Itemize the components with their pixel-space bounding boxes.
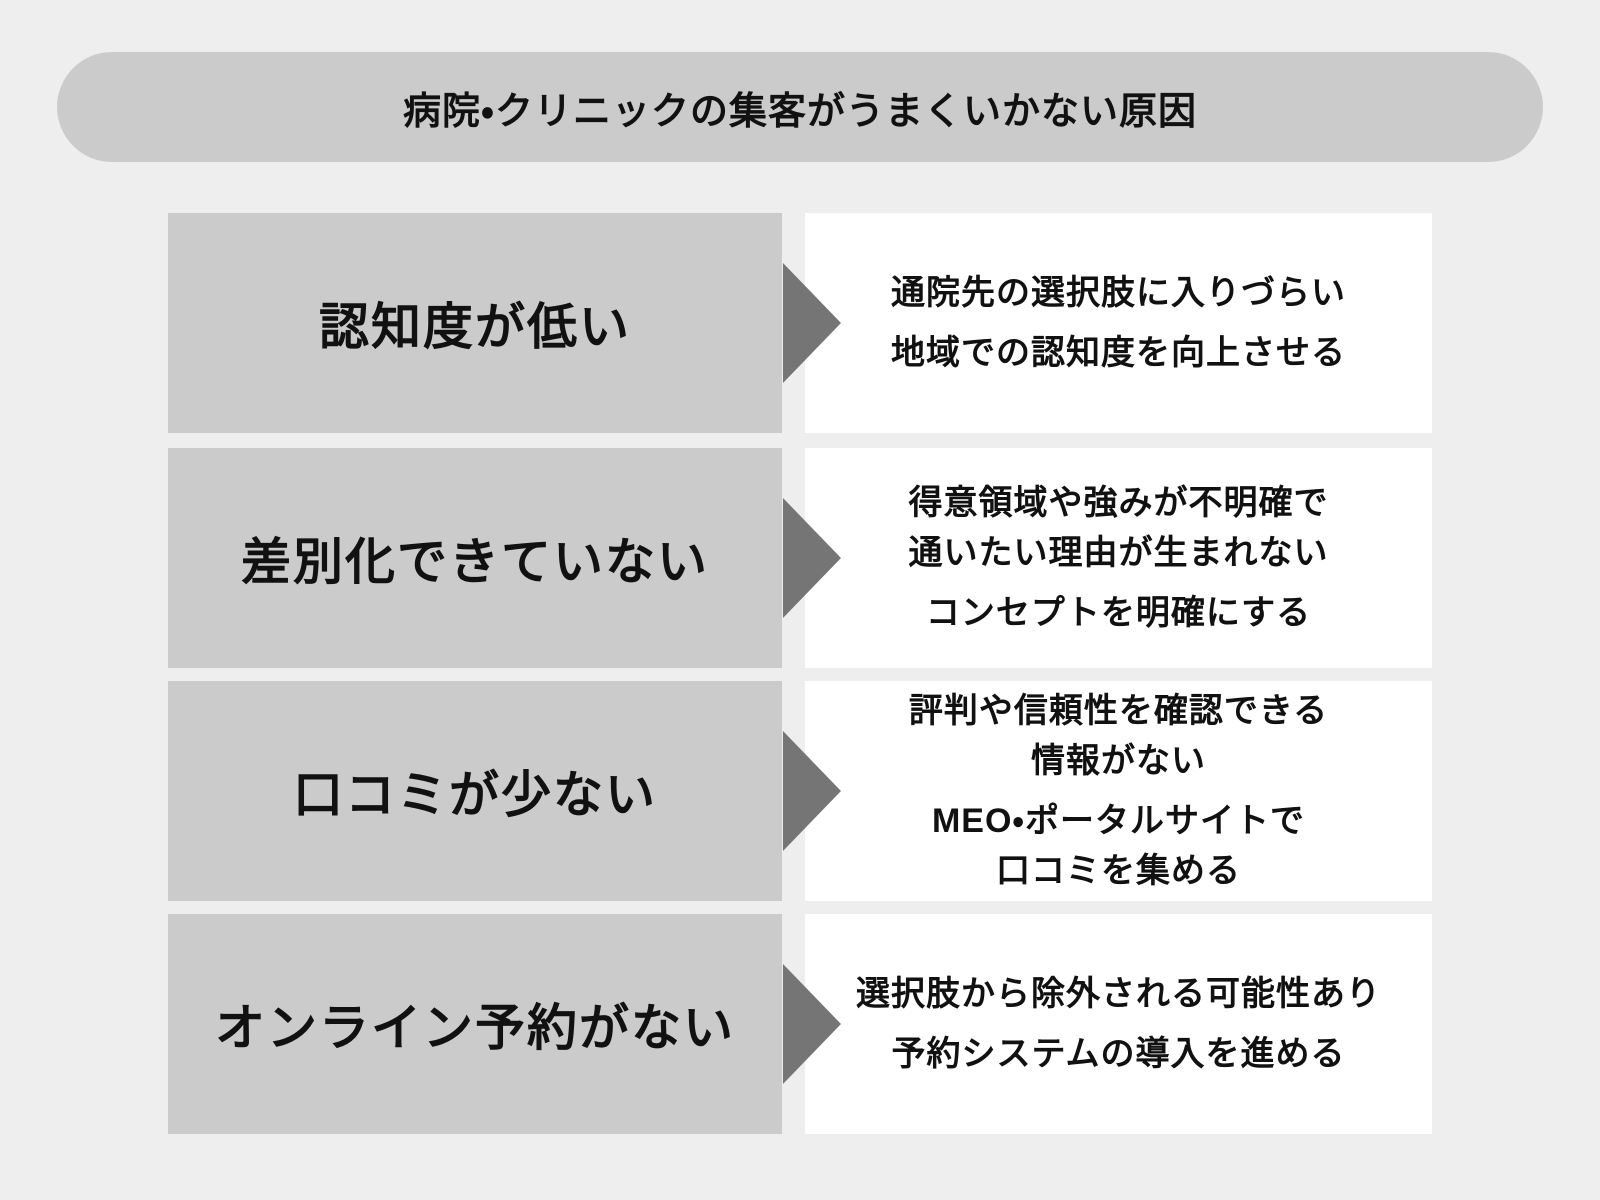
solution-text: 地域での認知度を向上させる xyxy=(891,328,1346,378)
solution-text: コンセプトを明確にする xyxy=(926,588,1311,638)
problem-text: 評判や信頼性を確認できる 情報がない xyxy=(909,686,1328,786)
cause-label: 認知度が低い xyxy=(319,299,631,355)
cause-row: オンライン予約がない 選択肢から除外される可能性あり 予約システムの導入を進める xyxy=(168,914,1432,1134)
cause-row: 口コミが少ない 評判や信頼性を確認できる 情報がない MEO・ポータルサイトで … xyxy=(168,681,1432,901)
title-banner: 病院・クリニックの集客がうまくいかない原因 xyxy=(57,52,1543,162)
result-box: 通院先の選択肢に入りづらい 地域での認知度を向上させる xyxy=(805,213,1432,433)
result-line: 情報がない xyxy=(1030,742,1206,780)
cause-box: 差別化できていない xyxy=(168,448,782,668)
page-title: 病院・クリニックの集客がうまくいかない原因 xyxy=(403,90,1197,133)
result-box: 得意領域や強みが不明確で 通いたい理由が生まれない コンセプトを明確にする xyxy=(805,448,1432,668)
cause-box: 認知度が低い xyxy=(168,213,782,433)
result-line: 地域での認知度を向上させる xyxy=(891,334,1346,372)
result-box: 選択肢から除外される可能性あり 予約システムの導入を進める xyxy=(805,914,1432,1134)
right-arrow-icon xyxy=(783,964,841,1084)
problem-text: 選択肢から除外される可能性あり xyxy=(856,969,1381,1019)
result-line: 通いたい理由が生まれない xyxy=(908,534,1329,572)
result-line: 評判や信頼性を確認できる xyxy=(908,692,1329,730)
problem-text: 通院先の選択肢に入りづらい xyxy=(891,268,1346,318)
right-arrow-icon xyxy=(783,263,841,383)
cause-box: オンライン予約がない xyxy=(168,914,782,1134)
result-line: MEO・ポータルサイトで xyxy=(931,802,1305,840)
result-line: 選択肢から除外される可能性あり xyxy=(856,975,1381,1013)
result-line: 予約システムの導入を進める xyxy=(891,1035,1346,1073)
result-line: 得意領域や強みが不明確で xyxy=(908,484,1329,522)
solution-text: MEO・ポータルサイトで 口コミを集める xyxy=(932,796,1305,896)
right-arrow-icon xyxy=(783,731,841,851)
cause-row: 差別化できていない 得意領域や強みが不明確で 通いたい理由が生まれない コンセプ… xyxy=(168,448,1432,668)
cause-label: 差別化できていない xyxy=(241,534,709,590)
cause-label: 口コミが少ない xyxy=(293,767,657,823)
solution-text: 予約システムの導入を進める xyxy=(892,1029,1346,1079)
cause-label: オンライン予約がない xyxy=(215,1000,735,1056)
right-arrow-icon xyxy=(783,498,841,618)
result-line: 口コミを集める xyxy=(995,852,1241,890)
cause-box: 口コミが少ない xyxy=(168,681,782,901)
problem-text: 得意領域や強みが不明確で 通いたい理由が生まれない xyxy=(909,478,1329,578)
result-box: 評判や信頼性を確認できる 情報がない MEO・ポータルサイトで 口コミを集める xyxy=(805,681,1432,901)
result-line: 通院先の選択肢に入りづらい xyxy=(891,274,1346,312)
cause-row: 認知度が低い 通院先の選択肢に入りづらい 地域での認知度を向上させる xyxy=(168,213,1432,433)
result-line: コンセプトを明確にする xyxy=(925,594,1312,632)
